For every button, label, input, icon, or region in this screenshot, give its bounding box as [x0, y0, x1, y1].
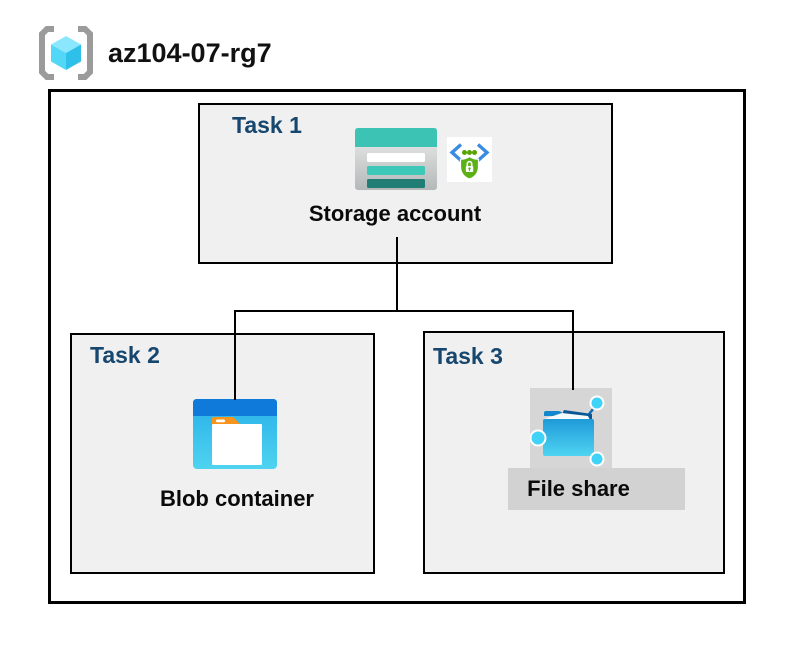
connector-branch-horizontal — [234, 310, 574, 312]
connector-storage-stem — [396, 237, 398, 312]
blob-container-icon — [193, 399, 277, 469]
resource-group-icon — [37, 24, 95, 82]
resource-group-name: az104-07-rg7 — [108, 38, 272, 68]
file-share-label: File share — [527, 476, 630, 501]
task1-label: Task 1 — [232, 112, 302, 138]
file-share-icon — [530, 388, 612, 468]
task3-label: Task 3 — [433, 343, 503, 369]
task3-box: Task 3 — [423, 331, 725, 574]
file-share-label-highlight: File share — [508, 468, 685, 510]
connector-to-blob-container — [234, 312, 236, 400]
file-share-icon-highlight — [530, 388, 612, 468]
sas-security-icon — [447, 137, 492, 182]
task1-box: Task 1 — [198, 103, 613, 264]
task2-label: Task 2 — [90, 342, 160, 368]
storage-account-icon — [355, 128, 437, 190]
blob-container-label: Blob container — [159, 486, 314, 511]
connector-to-file-share — [572, 312, 574, 390]
task2-box: Task 2 Blob container — [70, 333, 375, 574]
storage-account-label: Storage account — [308, 201, 482, 226]
